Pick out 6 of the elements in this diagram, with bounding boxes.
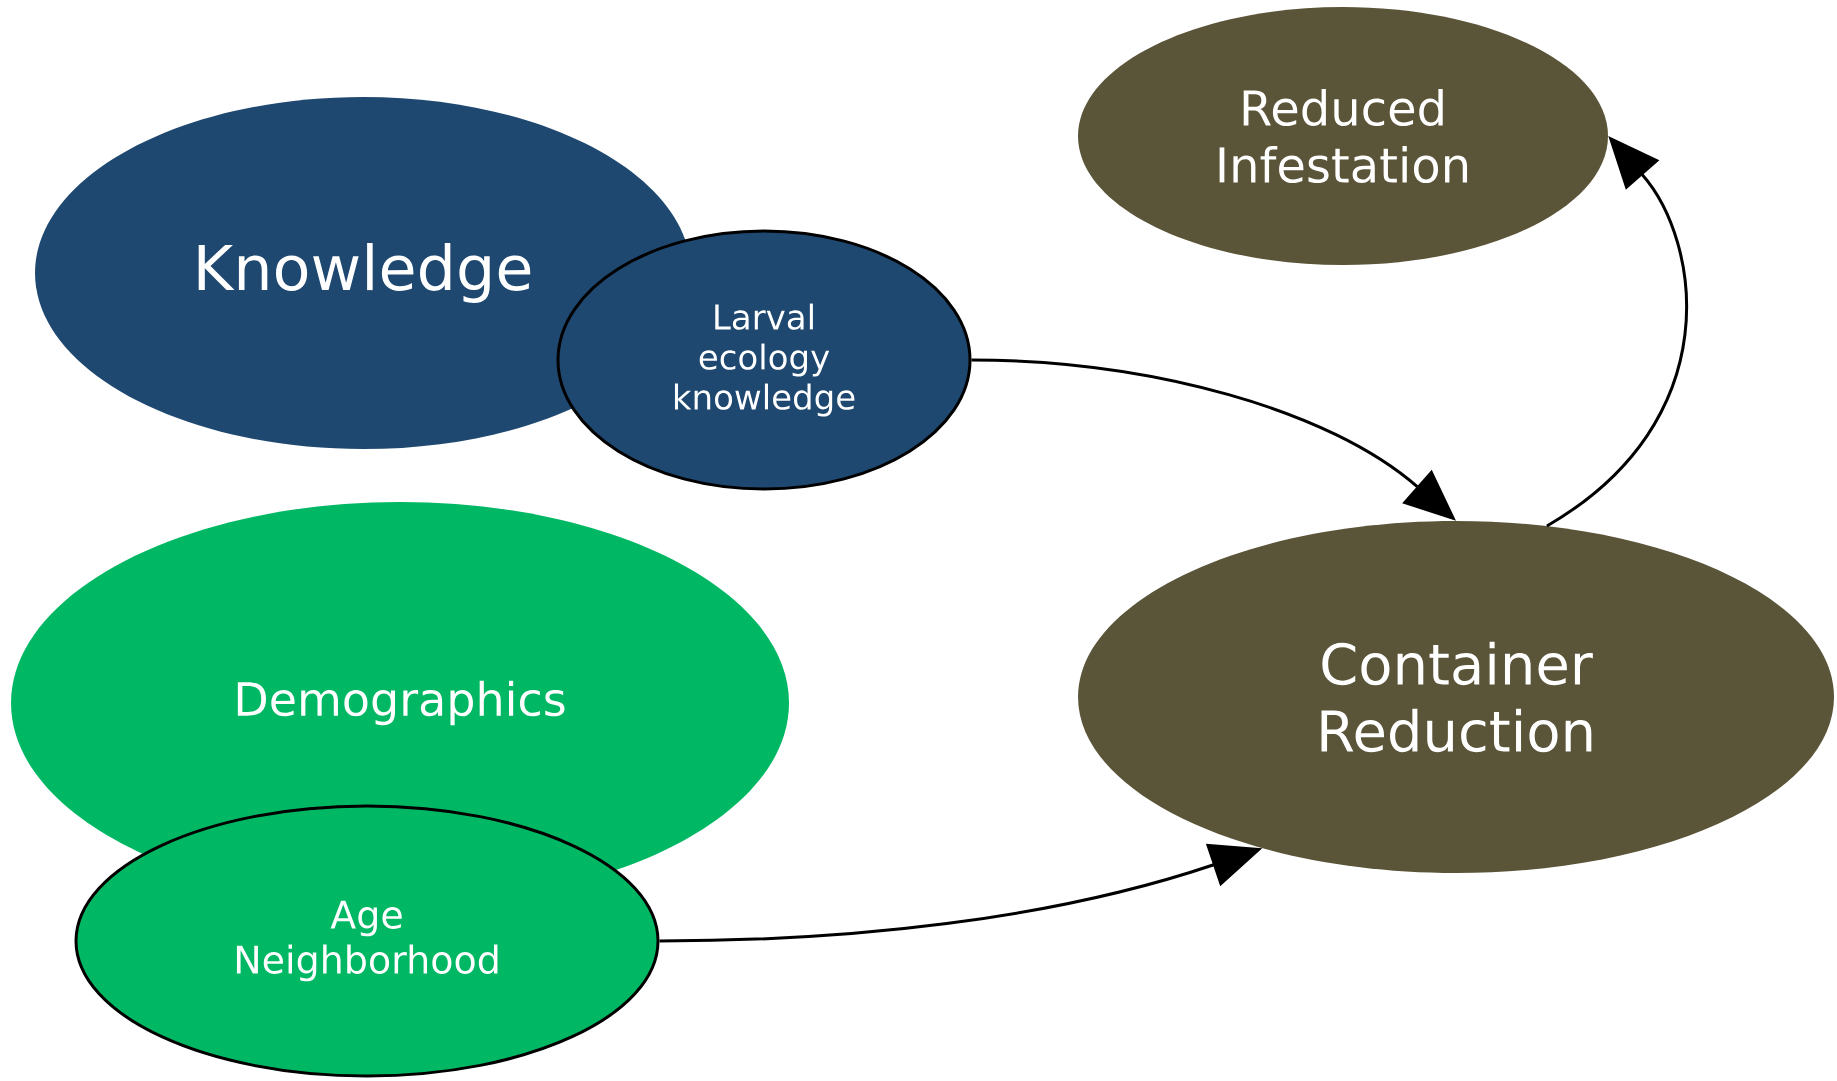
node-label: Demographics [237,680,565,726]
ellipse-node: Larval ecology knowledge [556,229,972,491]
ellipse-node: Age Neighborhood [74,804,660,1078]
ellipse-node: Reduced Infestation [1078,7,1608,265]
ellipse-node: Container Reduction [1078,521,1834,873]
node-label: Knowledge [198,243,531,303]
